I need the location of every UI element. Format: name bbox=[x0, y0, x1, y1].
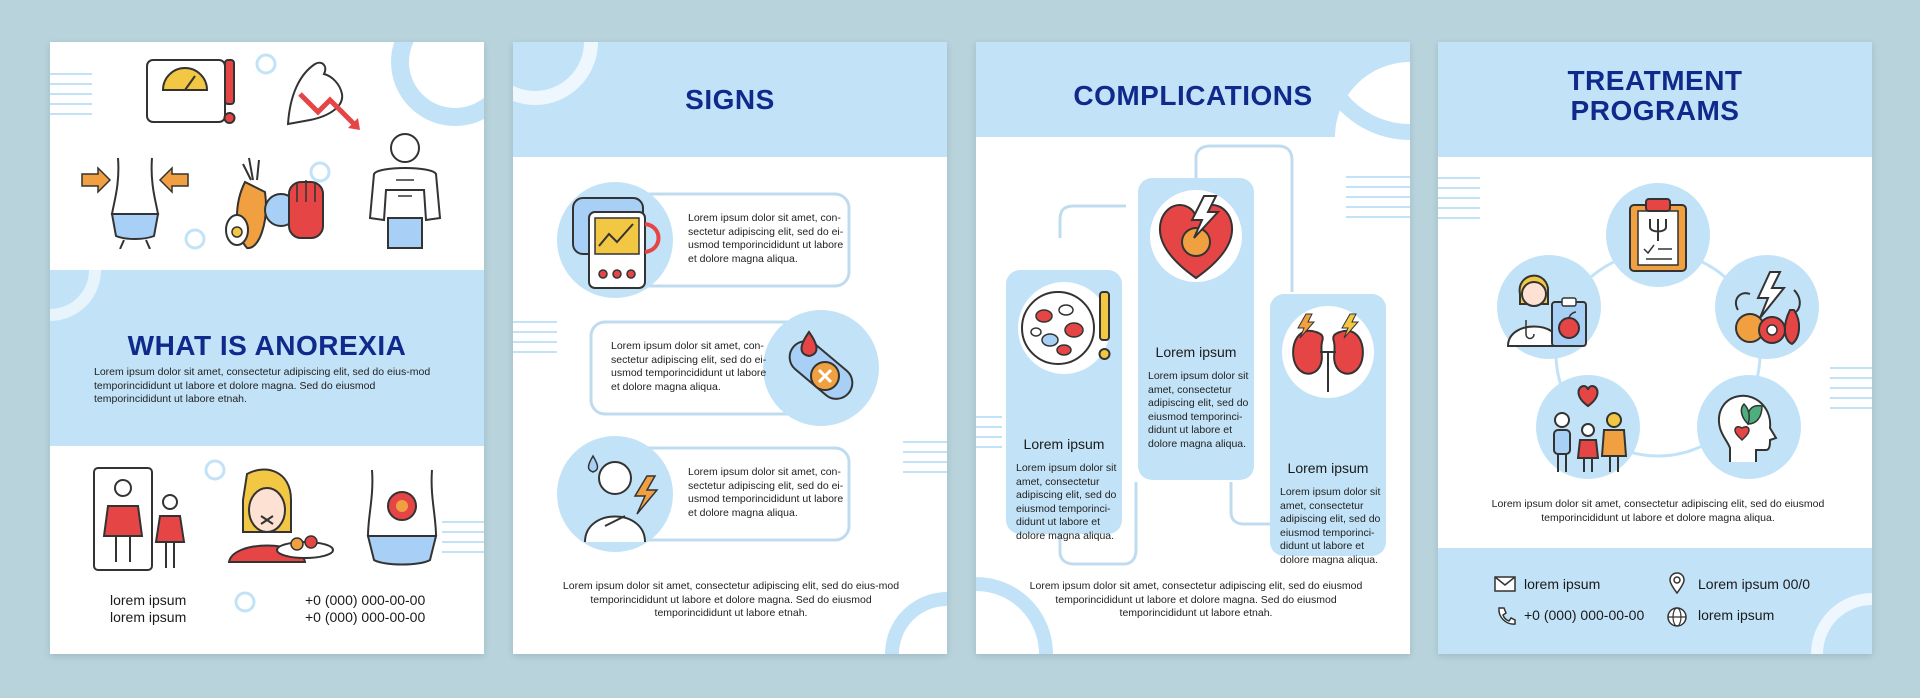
heart-damage-icon bbox=[1158, 195, 1234, 280]
location-pin-icon bbox=[1669, 572, 1685, 594]
eating-refusal-icon bbox=[227, 468, 334, 563]
family-support-icon bbox=[1553, 384, 1628, 472]
globe-icon bbox=[1667, 607, 1687, 627]
title-line-1: TREATMENT bbox=[1567, 65, 1743, 96]
page-title: WHAT IS ANOREXIA bbox=[127, 330, 407, 361]
body-dysmorphia-mirror-icon bbox=[93, 467, 186, 571]
brochure-page-what-is-anorexia: WHAT IS ANOREXIA Lorem ipsum dolor sit a… bbox=[50, 42, 484, 654]
complication-2-heading: Lorem ipsum bbox=[1155, 344, 1237, 360]
sign-card-3-text: Lorem ipsum dolor sit amet, con-sectetur… bbox=[688, 466, 844, 519]
contact-label-1: lorem ipsum bbox=[110, 592, 187, 608]
page-title: SIGNS bbox=[685, 84, 775, 115]
phone-number-2: +0 (000) 000-00-00 bbox=[305, 609, 426, 625]
chest-pain-icon bbox=[584, 454, 659, 543]
page-title: TREATMENT PROGRAMS bbox=[1438, 66, 1872, 126]
blood-cells-icon bbox=[1021, 291, 1111, 365]
phone-number-1: +0 (000) 000-00-00 bbox=[305, 592, 426, 608]
address-text: Lorem ipsum 00/0 bbox=[1698, 576, 1811, 592]
kidney-icon bbox=[1292, 313, 1364, 392]
brochure-page-complications: COMPLICATIONS Lorem ipsum Lorem ipsum do… bbox=[976, 42, 1410, 654]
sign-card-1-text: Lorem ipsum dolor sit amet, con-sectetur… bbox=[688, 212, 844, 265]
doctor-nutritionist-icon bbox=[1506, 274, 1587, 347]
page-background-shapes bbox=[513, 42, 947, 654]
brochure-page-signs: SIGNS Lorem ipsum dolor sit amet, con-se… bbox=[513, 42, 947, 654]
complication-2-text: Lorem ipsum dolor sit amet, consectetur … bbox=[1148, 370, 1249, 450]
phone-link[interactable]: +0 (000) 000-00-00 bbox=[1524, 607, 1645, 623]
complication-1-heading: Lorem ipsum bbox=[1023, 436, 1105, 452]
footer-text: Lorem ipsum dolor sit amet, consectetur … bbox=[1029, 580, 1363, 619]
blood-pressure-monitor-icon bbox=[572, 197, 661, 289]
contact-label-2: lorem ipsum bbox=[110, 609, 187, 625]
waist-icon bbox=[81, 157, 189, 249]
scale-icon bbox=[146, 59, 236, 124]
email-link[interactable]: lorem ipsum bbox=[1524, 576, 1601, 592]
refuse-food-icon bbox=[225, 157, 324, 250]
stomach-pain-icon bbox=[366, 469, 438, 566]
sign-card-2-text: Lorem ipsum dolor sit amet, con-sectetur… bbox=[611, 340, 767, 393]
title-line-2: PROGRAMS bbox=[1570, 95, 1740, 126]
complication-3-text: Lorem ipsum dolor sit amet, consectetur … bbox=[1280, 486, 1381, 566]
mental-health-head-icon bbox=[1718, 394, 1778, 462]
page-title: COMPLICATIONS bbox=[1073, 80, 1313, 111]
psychotherapy-clipboard-icon bbox=[1629, 198, 1687, 272]
nutrition-energy-icon bbox=[1734, 271, 1801, 346]
page-background-shapes bbox=[50, 42, 484, 613]
footer-text: Lorem ipsum dolor sit amet, consectetur … bbox=[562, 580, 900, 619]
muscle-loss-icon bbox=[286, 61, 360, 130]
intro-text: Lorem ipsum dolor sit amet, consectetur … bbox=[94, 366, 431, 405]
phone-icon bbox=[1498, 607, 1516, 625]
complication-1-text: Lorem ipsum dolor sit amet, consectetur … bbox=[1016, 462, 1117, 542]
missed-period-icon bbox=[788, 330, 854, 400]
email-icon bbox=[1494, 576, 1516, 592]
thin-body-icon bbox=[368, 133, 442, 249]
complication-3-heading: Lorem ipsum bbox=[1287, 460, 1369, 476]
website-link[interactable]: lorem ipsum bbox=[1698, 607, 1775, 623]
body-text: Lorem ipsum dolor sit amet, consectetur … bbox=[1491, 498, 1825, 524]
page-background-shapes bbox=[1438, 42, 1872, 654]
brochure-page-treatment-programs: TREATMENT PROGRAMS bbox=[1438, 42, 1872, 654]
